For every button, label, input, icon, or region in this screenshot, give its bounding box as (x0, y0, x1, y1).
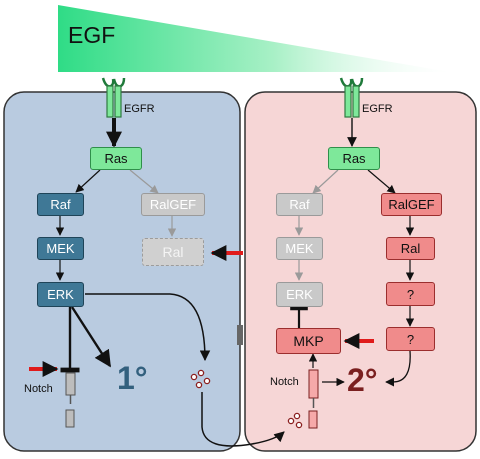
ras-to-ralgef-left-arrow (129, 169, 159, 194)
signal-to-right-cell-curve (201, 392, 285, 447)
erk-to-fate1-arrow (70, 306, 112, 368)
egfr-label-left: EGFR (124, 103, 155, 115)
ras-to-raf-left-arrow (75, 169, 101, 193)
egf-label: EGF (68, 22, 116, 48)
egfr-receptor-right (339, 77, 364, 118)
raf-node-left: Raf (37, 193, 84, 216)
notch-tail-left (65, 409, 75, 428)
erk-to-signal-curve (85, 293, 211, 362)
dsl-ligand-particles-left (190, 369, 211, 389)
unknown2-to-fate2-curve (385, 350, 411, 387)
ral-node-left: Ral (142, 238, 204, 266)
unknown-node-1: ? (386, 282, 435, 306)
ras-node-right: Ras (328, 147, 380, 170)
notch-label-right: Notch (270, 376, 299, 388)
dsl-ligand-particles-right (287, 412, 303, 429)
mek-node-left: MEK (37, 237, 84, 260)
left-cell (3, 91, 241, 452)
mkp-node-right: MKP (276, 328, 341, 354)
notch-receptor-left (65, 372, 76, 396)
fate-1-label: 1° (117, 360, 148, 396)
egf-gradient (58, 5, 450, 72)
egfr-receptor-left (101, 77, 126, 118)
egfr-label-right: EGFR (362, 103, 393, 115)
ras-node-left: Ras (90, 147, 142, 170)
raf-node-right: Raf (276, 193, 323, 216)
ralgef-node-right: RalGEF (381, 193, 442, 216)
ras-to-raf-right-arrow (312, 169, 339, 194)
ras-to-ralgef-right-arrow (367, 169, 396, 194)
notch-receptor-right (308, 369, 319, 399)
cell-junction (237, 325, 243, 345)
fate-2-label: 2° (347, 362, 378, 398)
notch-label-left: Notch (24, 383, 53, 395)
ral-node-right: Ral (386, 237, 435, 260)
unknown-node-2: ? (386, 327, 435, 351)
right-cell (244, 91, 477, 452)
erk-node-right: ERK (276, 282, 323, 307)
mek-node-right: MEK (276, 237, 323, 260)
ralgef-node-left: RalGEF (141, 193, 205, 216)
notch-tail-right (308, 410, 318, 429)
erk-node-left: ERK (37, 282, 84, 307)
